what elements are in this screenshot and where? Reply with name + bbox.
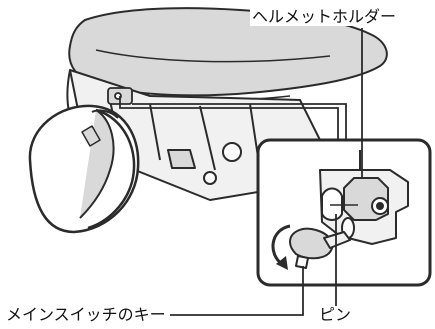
leader-lines — [119, 96, 347, 140]
leader-main-switch-key — [170, 266, 304, 316]
helmet-holder-detail — [319, 150, 409, 245]
main-switch-key-label: メインスイッチのキー — [4, 305, 168, 324]
rotation-arrow-icon — [271, 224, 291, 270]
pin-label: ピン — [317, 305, 354, 324]
helmet-holder-label: ヘルメットホルダー — [250, 7, 399, 26]
helmet — [28, 104, 140, 234]
main-switch-key — [289, 227, 351, 269]
